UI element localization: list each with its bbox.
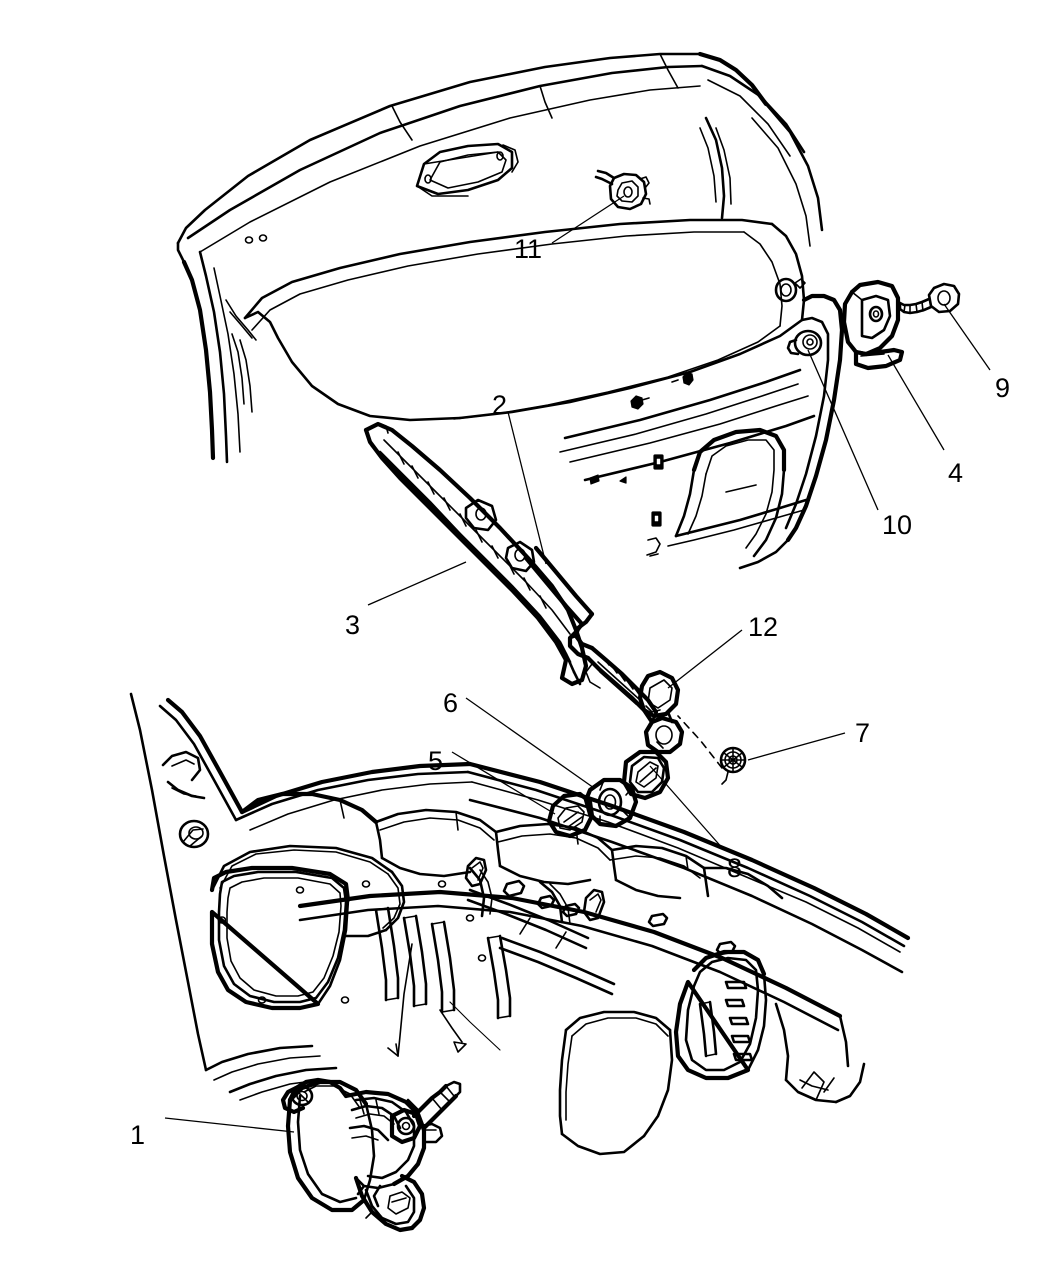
- callout-number-1: 1: [130, 1120, 146, 1150]
- hinge-cover-screw-part: [898, 282, 961, 315]
- callout-number-8: 8: [727, 853, 743, 883]
- leader-5: [451, 751, 556, 815]
- pivot-seal-gasket-part: [621, 749, 671, 801]
- leader-3: [367, 561, 467, 606]
- leader-lines: [164, 195, 991, 1133]
- liftgate-outer-panel: [176, 51, 845, 570]
- wiper-arm-part: [523, 545, 659, 725]
- wiper-arm-pivot-head-part: [637, 669, 685, 755]
- leader-11: [551, 195, 625, 244]
- leader-10: [807, 349, 879, 511]
- leader-9: [943, 303, 991, 371]
- callout-number-2: 2: [492, 390, 508, 420]
- callout-number-5: 5: [428, 746, 444, 776]
- callout-number-11: 11: [514, 234, 543, 264]
- callout-number-7: 7: [855, 718, 871, 748]
- leader-6: [465, 697, 595, 789]
- callout-number-10: 10: [882, 510, 913, 540]
- liftgate-bumper-stop-part: [786, 329, 823, 357]
- leader-4: [887, 354, 945, 451]
- liftgate-inner-panel: [129, 692, 911, 1156]
- leader-1: [164, 1117, 295, 1133]
- rear-wiper-motor-part: [280, 1077, 462, 1233]
- leader-2: [507, 411, 547, 565]
- washer-nozzle-grommet-part: [677, 715, 747, 785]
- callout-number-3: 3: [345, 610, 361, 640]
- liftgate-hinge-cover-part: [841, 279, 905, 371]
- callout-number-6: 6: [443, 688, 459, 718]
- leader-8: [649, 765, 725, 851]
- leader-12: [667, 629, 743, 689]
- washer-nozzle-part: [594, 169, 651, 211]
- callout-number-9: 9: [995, 373, 1011, 403]
- callout-number-12: 12: [748, 612, 779, 642]
- leader-7: [747, 732, 846, 761]
- pivot-cap-cover-part: [546, 791, 595, 839]
- wiper-blade-part: [363, 421, 589, 687]
- callout-number-4: 4: [948, 458, 964, 488]
